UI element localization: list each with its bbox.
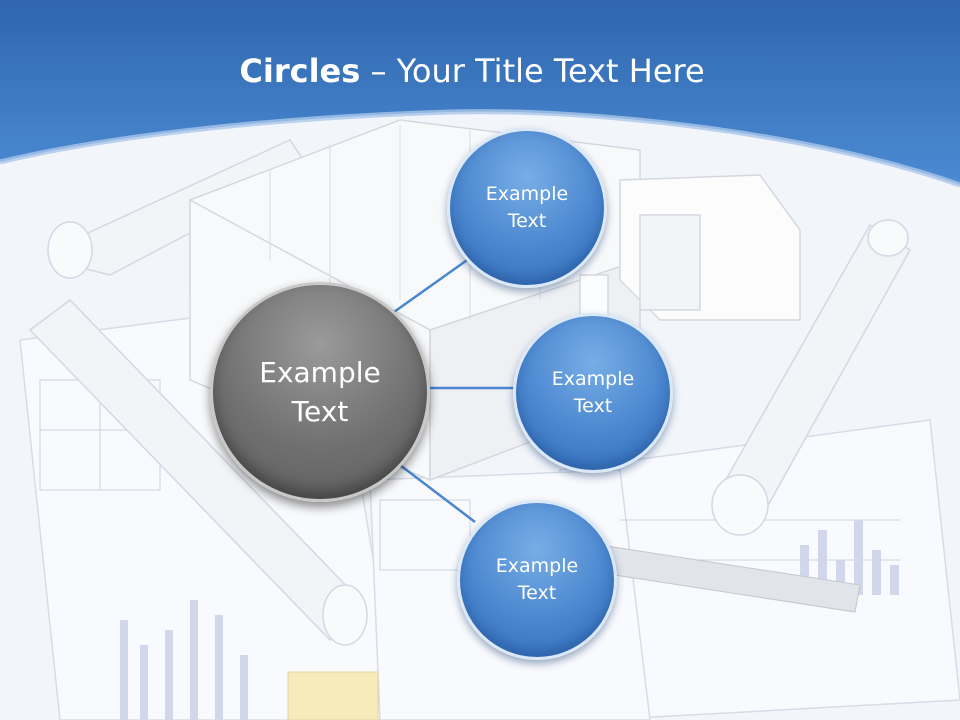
main-circle-line1: Example (259, 355, 381, 389)
main-circle[interactable]: Example Text (210, 282, 430, 502)
circle-3[interactable]: Example Text (457, 500, 617, 660)
title-bold: Circles (239, 52, 361, 90)
circle-3-line2: Text (517, 582, 557, 604)
circle-3-line1: Example (495, 555, 579, 578)
circle-2[interactable]: Example Text (513, 313, 673, 473)
slide-title: Circles – Your Title Text Here (0, 52, 944, 90)
circle-2-line2: Text (573, 395, 613, 417)
main-circle-line2: Text (291, 395, 349, 428)
circle-2-line1: Example (551, 368, 635, 391)
circle-1[interactable]: Example Text (447, 128, 607, 288)
circle-1-line1: Example (485, 183, 569, 206)
title-rest: – Your Title Text Here (360, 52, 705, 90)
circle-1-line2: Text (507, 210, 547, 232)
